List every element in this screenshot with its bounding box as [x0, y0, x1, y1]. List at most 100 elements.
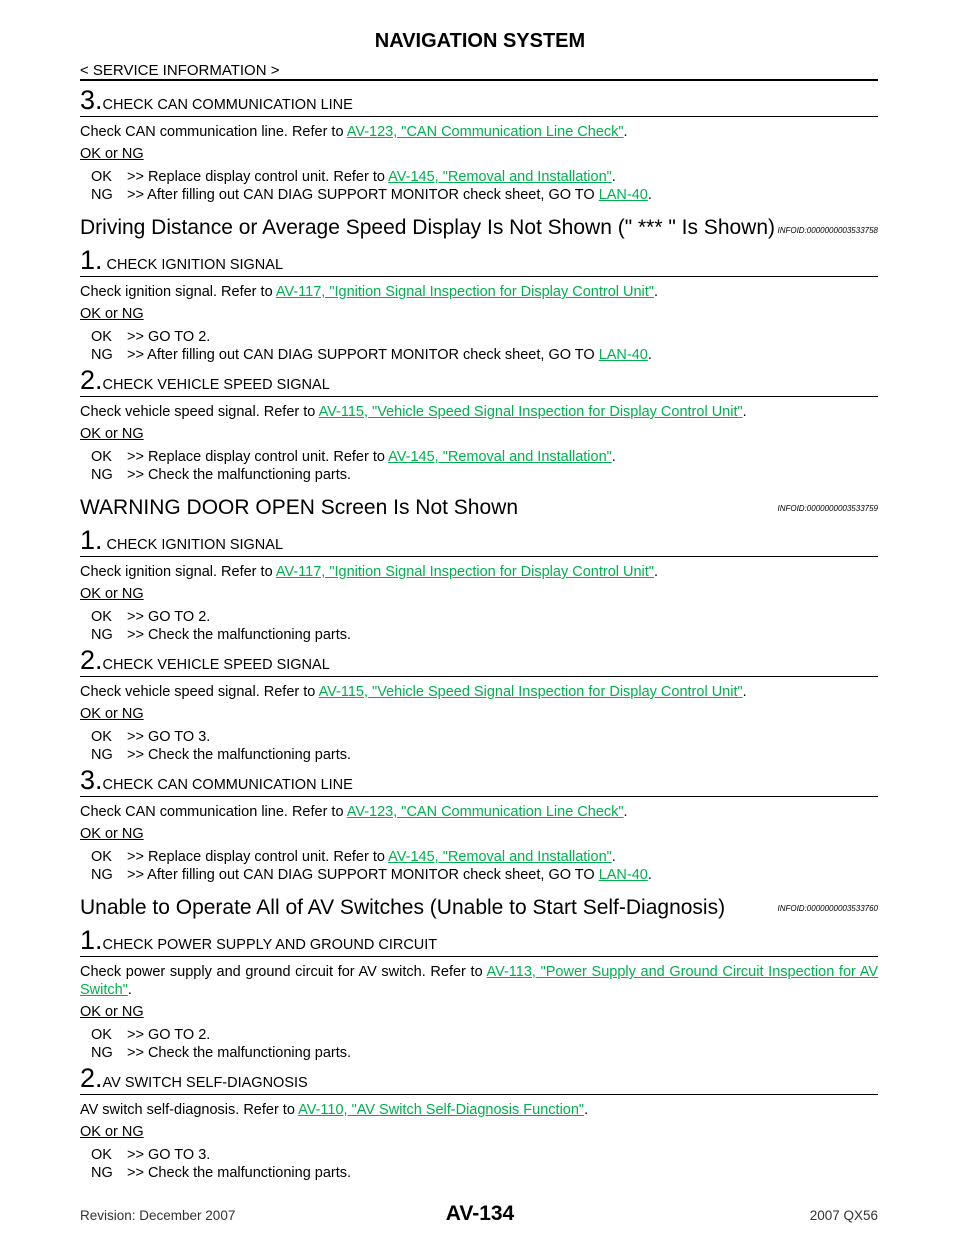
instruction-text: Check power supply and ground circuit fo…	[80, 963, 878, 999]
result-code: NG	[91, 626, 113, 643]
reference-link[interactable]: AV-145, "Removal and Installation"	[388, 169, 612, 185]
instruction-text: Check vehicle speed signal. Refer to AV-…	[80, 403, 878, 421]
reference-link[interactable]: AV-145, "Removal and Installation"	[388, 449, 612, 465]
instruction-text: Check ignition signal. Refer to AV-117, …	[80, 283, 878, 301]
step-title: CHECK CAN COMMUNICATION LINE	[102, 777, 353, 793]
result-text: >> Check the malfunctioning parts.	[127, 466, 352, 483]
result-row: OK>> Replace display control unit. Refer…	[91, 849, 878, 867]
reference-link[interactable]: AV-113, "Power Supply and Ground Circuit…	[80, 964, 878, 998]
result-row: OK>> GO TO 2.	[91, 329, 878, 347]
ok-or-ng-label: OK or NG	[80, 1124, 144, 1140]
step-title: AV SWITCH SELF-DIAGNOSIS	[102, 1075, 308, 1091]
result-code: OK	[91, 609, 112, 625]
step-title: CHECK POWER SUPPLY AND GROUND CIRCUIT	[102, 937, 438, 953]
result-code: NG	[91, 746, 113, 763]
section-heading: Driving Distance or Average Speed Displa…	[80, 214, 878, 244]
instruction-end: .	[623, 804, 628, 820]
reference-link[interactable]: AV-123, "CAN Communication Line Check"	[346, 124, 624, 140]
result-code: NG	[91, 346, 113, 363]
result-row: OK>> GO TO 2.	[91, 1027, 878, 1045]
instruction-end: .	[127, 982, 132, 998]
page-title: NAVIGATION SYSTEM	[374, 30, 586, 52]
result-text: >> GO TO 3.	[127, 1147, 211, 1163]
instruction-text: Check CAN communication line. Refer to A…	[80, 803, 878, 821]
instruction-lead: Check power supply and ground circuit fo…	[80, 964, 487, 980]
instruction-lead: Check ignition signal. Refer to	[80, 564, 276, 580]
breadcrumb: < SERVICE INFORMATION >	[80, 62, 280, 79]
reference-link[interactable]: AV-145, "Removal and Installation"	[388, 849, 612, 865]
result-text: >> Replace display control unit. Refer t…	[127, 449, 389, 465]
result-text: >> After filling out CAN DIAG SUPPORT MO…	[127, 186, 599, 203]
result-code: OK	[91, 729, 112, 745]
result-text: >> After filling out CAN DIAG SUPPORT MO…	[127, 866, 599, 883]
step-number: 1.	[80, 525, 103, 555]
step-title: CHECK VEHICLE SPEED SIGNAL	[102, 377, 330, 393]
instruction-lead: Check CAN communication line. Refer to	[80, 804, 347, 820]
step-heading: 2.CHECK VEHICLE SPEED SIGNAL	[80, 645, 878, 677]
reference-link[interactable]: LAN-40	[598, 346, 648, 363]
instruction-lead: Check vehicle speed signal. Refer to	[80, 404, 319, 420]
footer-model: 2007 QX56	[809, 1208, 878, 1223]
result-code: NG	[91, 1164, 113, 1181]
section-title: Driving Distance or Average Speed Displa…	[80, 216, 776, 239]
step-heading: 2.CHECK VEHICLE SPEED SIGNAL	[80, 367, 878, 397]
result-text: >> GO TO 2.	[127, 609, 211, 625]
instruction-end: .	[653, 564, 658, 580]
step-heading: 3.CHECK CAN COMMUNICATION LINE	[80, 85, 878, 117]
result-row: NG >> After filling out CAN DIAG SUPPORT …	[91, 187, 878, 205]
step-title: CHECK VEHICLE SPEED SIGNAL	[102, 657, 330, 673]
step-heading: 1.CHECK POWER SUPPLY AND GROUND CIRCUIT	[80, 927, 878, 957]
step-number: 3.	[80, 765, 103, 795]
result-row: NG >> After filling out CAN DIAG SUPPORT …	[91, 347, 878, 365]
ok-or-ng-label: OK or NG	[80, 426, 144, 442]
result-text: >> After filling out CAN DIAG SUPPORT MO…	[127, 346, 599, 363]
instruction-text: Check vehicle speed signal. Refer to AV-…	[80, 683, 878, 701]
result-row: NG>> Check the malfunctioning parts.	[91, 1045, 878, 1063]
reference-link[interactable]: LAN-40	[598, 866, 648, 883]
reference-link[interactable]: AV-123, "CAN Communication Line Check"	[346, 804, 624, 820]
result-text: >> Check the malfunctioning parts.	[127, 746, 352, 763]
instruction-lead: AV switch self-diagnosis. Refer to	[80, 1102, 299, 1118]
ok-or-ng-label: OK or NG	[80, 306, 144, 322]
info-id: INFOID:0000000003533759	[777, 504, 878, 513]
result-code: NG	[91, 466, 113, 483]
result-code: NG	[91, 1044, 113, 1061]
result-row: NG >> Check the malfunctioning parts.	[91, 747, 878, 765]
reference-link[interactable]: AV-110, "AV Switch Self-Diagnosis Functi…	[298, 1102, 585, 1118]
instruction-text: AV switch self-diagnosis. Refer to AV-11…	[80, 1101, 878, 1119]
result-row: OK>> Replace display control unit. Refer…	[91, 169, 878, 187]
result-code: OK	[91, 1027, 112, 1043]
result-text: >> Check the malfunctioning parts.	[127, 626, 352, 643]
step-number: 3.	[80, 85, 103, 115]
result-end: .	[647, 346, 652, 363]
header-rule	[80, 79, 878, 81]
result-code: NG	[91, 186, 113, 203]
result-text: >> GO TO 3.	[127, 729, 211, 745]
step-title: CHECK IGNITION SIGNAL	[102, 537, 284, 553]
step-title: CHECK CAN COMMUNICATION LINE	[102, 97, 353, 113]
step-title: CHECK IGNITION SIGNAL	[102, 257, 284, 273]
result-row: NG >> Check the malfunctioning parts.	[91, 627, 878, 645]
info-id: INFOID:0000000003533758	[777, 226, 878, 235]
step-number: 1.	[80, 245, 103, 275]
instruction-end: .	[742, 404, 747, 420]
instruction-end: .	[653, 284, 658, 300]
result-end: .	[647, 866, 652, 883]
step-heading: 1. CHECK IGNITION SIGNAL	[80, 245, 878, 277]
reference-link[interactable]: AV-117, "Ignition Signal Inspection for …	[275, 564, 654, 580]
step-number: 2.	[80, 645, 103, 675]
section-heading: WARNING DOOR OPEN Screen Is Not Shown INF…	[80, 494, 878, 524]
ok-or-ng-label: OK or NG	[80, 586, 144, 602]
info-id: INFOID:0000000003533760	[777, 904, 878, 913]
section-title: WARNING DOOR OPEN Screen Is Not Shown	[80, 496, 518, 519]
reference-link[interactable]: AV-115, "Vehicle Speed Signal Inspection…	[318, 684, 743, 700]
reference-link[interactable]: AV-115, "Vehicle Speed Signal Inspection…	[318, 404, 743, 420]
instruction-end: .	[584, 1102, 589, 1118]
step-number: 2.	[80, 1063, 103, 1093]
result-end: .	[611, 849, 616, 865]
footer-page-number: AV-134	[445, 1202, 515, 1225]
reference-link[interactable]: AV-117, "Ignition Signal Inspection for …	[275, 284, 654, 300]
reference-link[interactable]: LAN-40	[598, 186, 648, 203]
result-code: OK	[91, 329, 112, 345]
